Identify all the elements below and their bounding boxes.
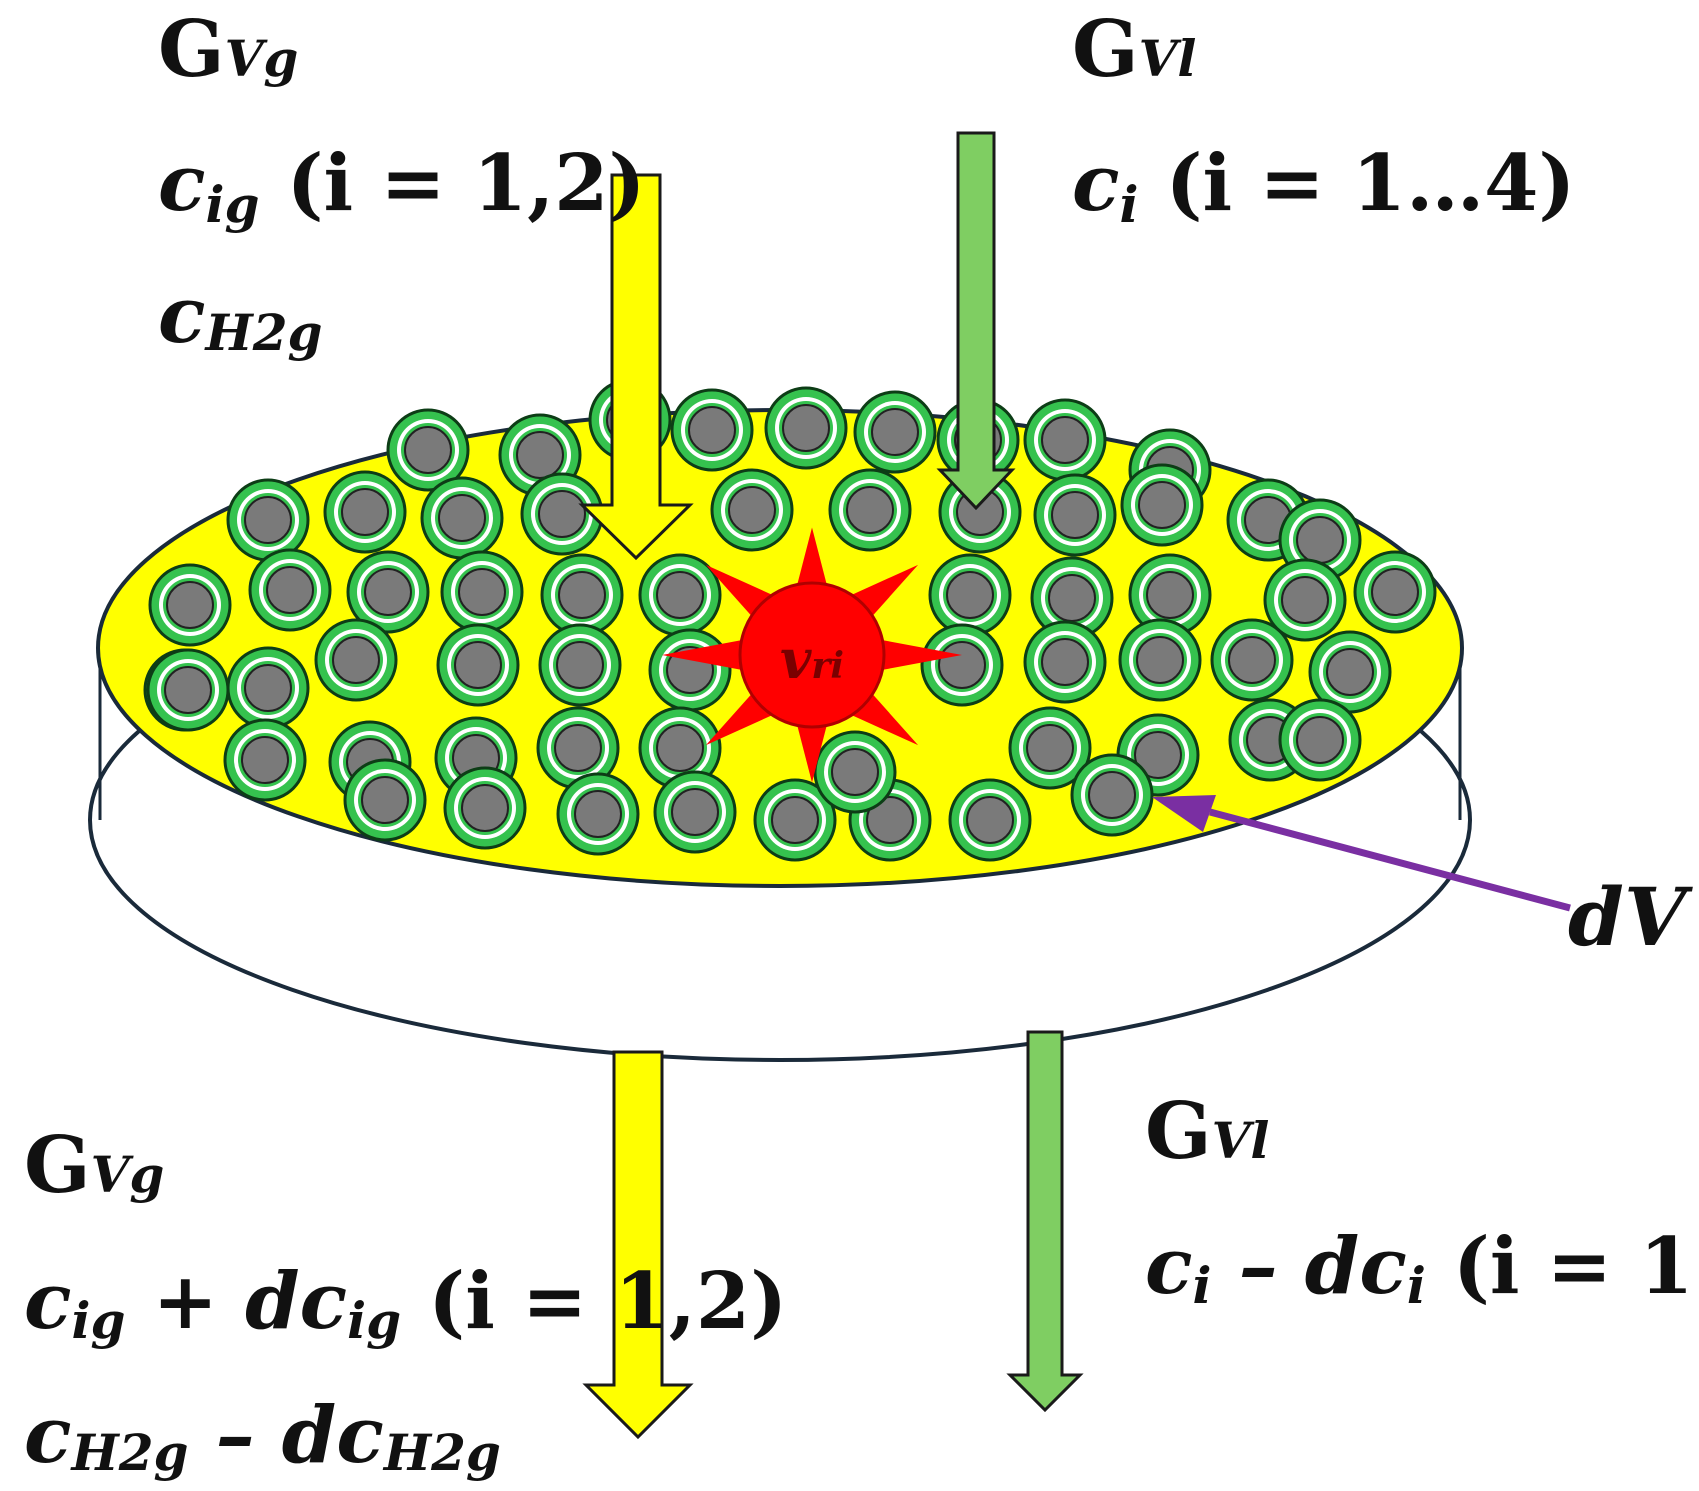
catalyst-particle-core <box>558 571 606 619</box>
catalyst-particle-core <box>244 496 292 544</box>
outlet-liquid-conc-label: ci – dci (i = 1…4) <box>1145 1221 1699 1315</box>
catalyst-particle-core <box>241 736 289 784</box>
reaction-core <box>738 581 886 729</box>
reaction-centre: vri <box>662 527 962 783</box>
catalyst-particle-core <box>871 408 919 456</box>
outlet-gas-labels: GVg cig + dcig (i = 1,2) cH2g – dcH2g <box>24 1120 787 1482</box>
outlet-h2-conc-label: cH2g – dcH2g <box>24 1390 501 1482</box>
gas-stream-arrow-out <box>582 1050 694 1440</box>
catalyst-particle-core <box>1134 731 1182 779</box>
reaction-rays <box>662 527 962 783</box>
inlet-gas-flow-label: GVg <box>158 4 298 95</box>
reaction-ray <box>705 692 775 746</box>
catalyst-particle-core <box>438 494 486 542</box>
catalyst-particle-core <box>364 568 412 616</box>
catalyst-particle-core <box>554 724 602 772</box>
catalyst-particle-core <box>1296 716 1344 764</box>
reaction-ray <box>880 639 962 671</box>
outlet-liquid-flow-label: GVl <box>1145 1086 1269 1177</box>
catalyst-particle-core <box>831 748 879 796</box>
reaction-ray <box>849 692 919 746</box>
catalyst-particle-core <box>332 636 380 684</box>
catalyst-particle-core <box>671 788 719 836</box>
reaction-ray <box>705 564 775 618</box>
reaction-ray <box>662 639 744 671</box>
catalyst-particle-core <box>574 790 622 838</box>
volume-element-pointer <box>1152 795 1571 912</box>
catalyst-particle-core <box>782 404 830 452</box>
inlet-gas-conc-label: cig (i = 1,2) <box>158 138 645 234</box>
inlet-liquid-flow-label: GVl <box>1072 4 1196 95</box>
catalyst-particle-core <box>454 641 502 689</box>
gas-stream-arrow-in <box>578 173 694 561</box>
catalyst-particle-core <box>1026 724 1074 772</box>
liquid-stream-arrow-in <box>936 131 1016 511</box>
catalyst-particle-core <box>516 431 564 479</box>
catalyst-particle-core <box>946 571 994 619</box>
reaction-rate-label: vri <box>780 627 844 691</box>
catalyst-particle-core <box>656 571 704 619</box>
catalyst-particle-core <box>164 666 212 714</box>
catalyst-particle-core <box>1051 491 1099 539</box>
catalyst-particle-core <box>1281 576 1329 624</box>
catalyst-particle-core <box>461 784 509 832</box>
catalyst-particle-core <box>404 426 452 474</box>
catalyst-particle-core <box>688 406 736 454</box>
reaction-ray <box>849 564 919 618</box>
catalyst-particle-core <box>938 641 986 689</box>
inlet-liquid-conc-label: ci (i = 1…4) <box>1072 138 1575 234</box>
catalyst-particle-core <box>771 796 819 844</box>
catalyst-particle-core <box>656 724 704 772</box>
liquid-stream-arrow-out <box>1006 1030 1084 1413</box>
inlet-h2-conc-label: cH2g <box>158 270 323 362</box>
catalyst-particle-core <box>341 488 389 536</box>
catalyst-particle-core <box>1138 481 1186 529</box>
catalyst-particle-core <box>1326 648 1374 696</box>
catalyst-particle-core <box>538 490 586 538</box>
inlet-liquid-labels: GVl ci (i = 1…4) <box>1072 4 1575 234</box>
volume-element-label: dV <box>1568 870 1693 964</box>
catalyst-particle-core <box>846 486 894 534</box>
catalyst-particle-core <box>1371 568 1419 616</box>
reaction-ray <box>796 723 828 783</box>
catalyst-particle-core <box>166 581 214 629</box>
catalyst-particle-core <box>1146 571 1194 619</box>
outlet-liquid-labels: GVl ci – dci (i = 1…4) <box>1145 1086 1699 1315</box>
outlet-gas-conc-label: cig + dcig (i = 1,2) <box>24 1256 787 1350</box>
inlet-gas-labels: GVg cig (i = 1,2) cH2g <box>158 4 645 362</box>
catalyst-particle-core <box>266 566 314 614</box>
reaction-ray <box>796 527 828 587</box>
catalyst-particle-core <box>1136 636 1184 684</box>
catalyst-particle-core <box>1041 638 1089 686</box>
catalyst-particle-core <box>458 568 506 616</box>
catalyst-particle-core <box>966 796 1014 844</box>
catalyst-particle-core <box>728 486 776 534</box>
catalyst-particle-core <box>556 641 604 689</box>
outlet-gas-flow-label: GVg <box>24 1120 164 1211</box>
catalyst-particle-core <box>1296 516 1344 564</box>
catalyst-particle-core <box>1228 636 1276 684</box>
catalyst-particle-core <box>244 664 292 712</box>
catalyst-particle-core <box>1088 771 1136 819</box>
catalyst-particle-core <box>361 776 409 824</box>
catalyst-particle-core <box>866 796 914 844</box>
catalyst-particle-core <box>1041 416 1089 464</box>
catalyst-particle-core <box>1048 574 1096 622</box>
